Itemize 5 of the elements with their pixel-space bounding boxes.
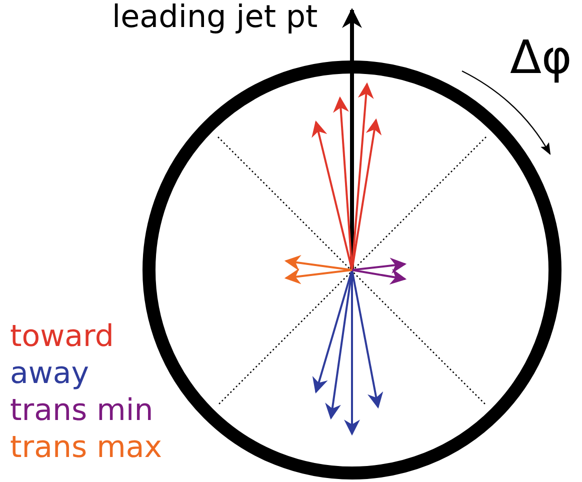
legend-text: toward (10, 318, 115, 355)
axis-label: leading jet pt (112, 2, 318, 33)
legend-text: away (10, 355, 90, 392)
legend-text: trans max (10, 429, 162, 466)
legend-text: trans min (10, 392, 154, 429)
